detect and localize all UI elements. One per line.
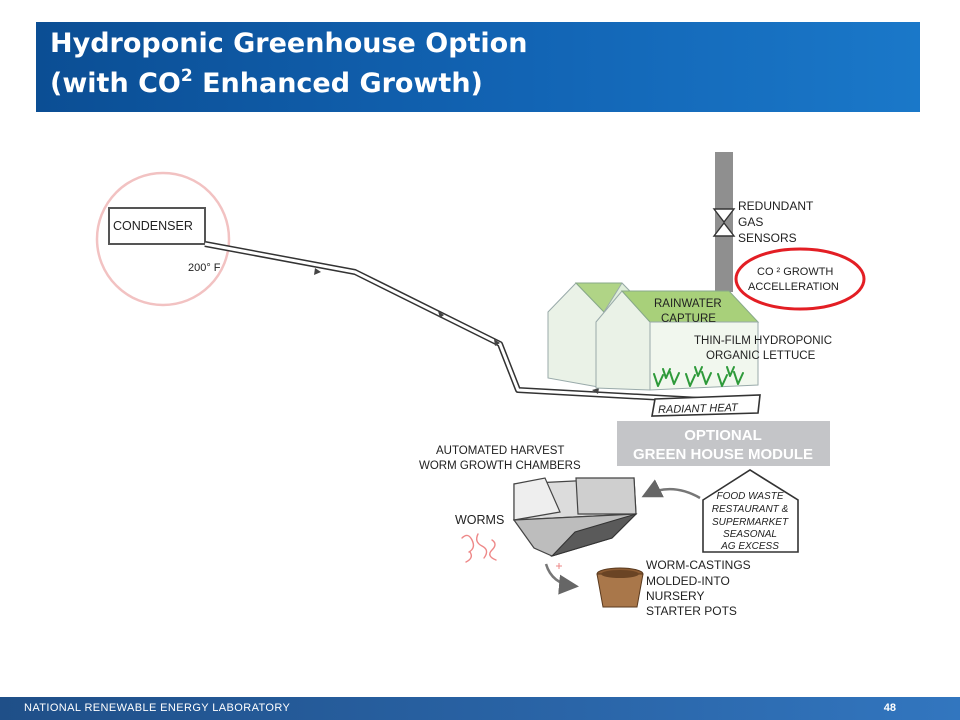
- title-bar: Hydroponic Greenhouse Option (with CO2 E…: [36, 22, 920, 112]
- slide-title-line-1: Hydroponic Greenhouse Option: [50, 28, 528, 59]
- heat-pipe: [204, 241, 757, 406]
- worm-icon: [461, 533, 497, 563]
- castings-dot: [556, 563, 562, 569]
- gas-sensors-line-1: REDUNDANT: [738, 199, 814, 213]
- gas-sensors-line-2: GAS: [738, 215, 763, 229]
- co2-growth-line-1: CO ² GROWTH: [757, 266, 833, 278]
- harvest-line-1: AUTOMATED HARVEST: [436, 445, 564, 457]
- worm-growth-chamber: [512, 477, 638, 558]
- co2-growth-line-2: ACCELLERATION: [748, 281, 839, 293]
- castings-line-2: MOLDED-INTO: [646, 574, 730, 588]
- curved-arrow-icon: [544, 563, 579, 595]
- food-waste-line-5: AG EXCESS: [720, 541, 779, 552]
- condenser-highlight-circle: [95, 171, 231, 307]
- radiant-heat-label: RADIANT HEAT: [658, 402, 739, 416]
- lettuce-sprout-icon: [653, 366, 744, 387]
- curved-arrow-icon: [641, 479, 701, 500]
- condenser-label: CONDENSER: [113, 219, 193, 233]
- rainwater-line-2: CAPTURE: [661, 313, 716, 325]
- page-number: 48: [883, 702, 896, 714]
- harvest-line-2: WORM GROWTH CHAMBERS: [419, 460, 581, 472]
- radiant-heat-pipe: [651, 394, 761, 417]
- food-waste-house: [702, 469, 799, 553]
- castings-line-3: NURSERY: [646, 589, 704, 603]
- flower-pot-icon: [596, 567, 644, 608]
- valve-icon: [712, 208, 736, 237]
- lettuce-line-1: THIN-FILM HYDROPONIC: [694, 335, 832, 347]
- temperature-label: 200° F: [188, 262, 221, 274]
- food-waste-line-2: RESTAURANT &: [712, 504, 789, 515]
- rainwater-line-1: RAINWATER: [654, 298, 722, 310]
- optional-module-box: [617, 421, 830, 466]
- condenser-box: [108, 207, 206, 245]
- greenhouse: [547, 282, 760, 391]
- gas-sensors-line-3: SENSORS: [738, 231, 797, 245]
- food-waste-line-4: SEASONAL: [723, 529, 777, 540]
- lettuce-line-2: ORGANIC LETTUCE: [706, 350, 816, 362]
- footer-bar: NATIONAL RENEWABLE ENERGY LABORATORY 48: [0, 697, 960, 720]
- food-waste-line-1: FOOD WASTE: [716, 491, 783, 502]
- optional-module-line-1: OPTIONAL: [684, 427, 762, 444]
- slide-title-line-2: (with CO2 Enhanced Growth): [50, 66, 483, 99]
- footer-organization: NATIONAL RENEWABLE ENERGY LABORATORY: [24, 702, 291, 714]
- food-waste-line-3: SUPERMARKET: [712, 517, 789, 528]
- castings-line-1: WORM-CASTINGS: [646, 558, 751, 572]
- co2-highlight-ellipse: [734, 247, 866, 311]
- worms-label: WORMS: [455, 513, 504, 527]
- castings-line-4: STARTER POTS: [646, 604, 737, 618]
- optional-module-line-2: GREEN HOUSE MODULE: [633, 446, 813, 463]
